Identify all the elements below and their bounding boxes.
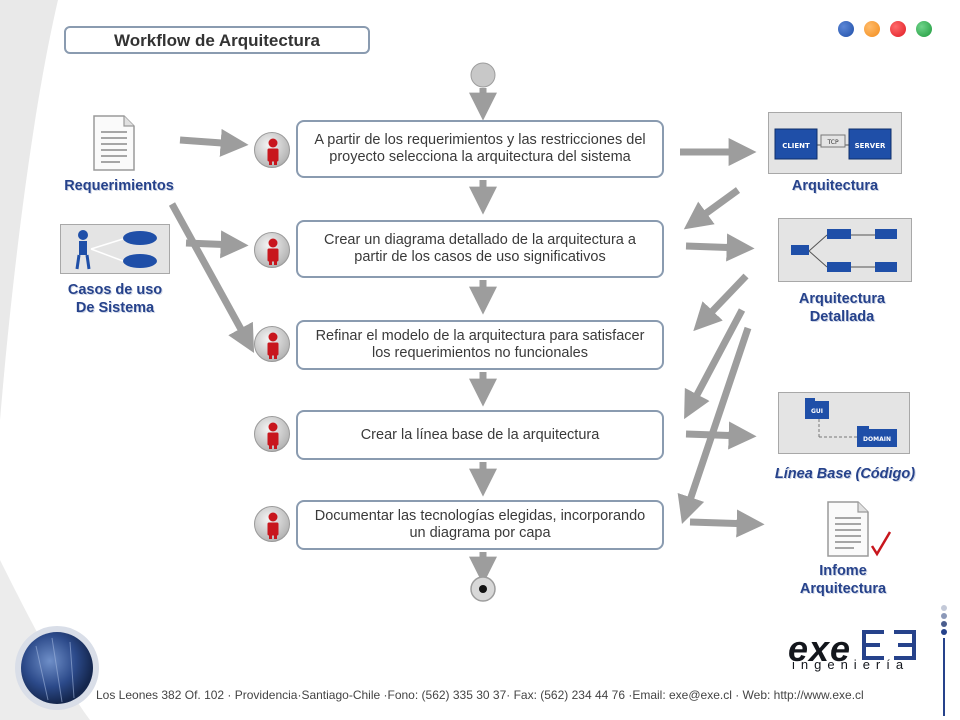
- input-arrow-requerimientos: [179, 128, 249, 157]
- infome-label: Infome Arquitectura: [778, 562, 908, 598]
- casos-label: Casos de uso De Sistema: [50, 281, 180, 317]
- step-baseline: Crear la línea base de la arquitectura: [296, 410, 664, 460]
- globe-image: [15, 626, 99, 710]
- output-arrow-detallada: [685, 233, 755, 262]
- arquitectura-label: Arquitectura: [791, 178, 879, 194]
- step-text: Crear la línea base de la arquitectura: [360, 426, 600, 443]
- orange-dot: [864, 21, 880, 37]
- worker-icon: [254, 416, 290, 452]
- worker-icon: [254, 506, 290, 542]
- tcp-text: TCP: [826, 139, 839, 146]
- detallada-label-line2: Detallada: [809, 309, 875, 325]
- output-arrow-back-4: [677, 326, 752, 524]
- detallada-label-line1: Arquitectura: [798, 291, 886, 307]
- document-icon: [827, 501, 869, 557]
- use-case-thumbnail: [60, 224, 170, 274]
- checkmark-icon: [870, 531, 892, 557]
- document-icon: [93, 115, 135, 171]
- requerimientos-label: Requerimientos: [64, 178, 174, 194]
- output-arrow-back-2: [693, 273, 749, 332]
- casos-label-line2: De Sistema: [75, 300, 155, 316]
- server-text: SERVER: [855, 142, 886, 150]
- baseline-code-thumbnail: GUI DOMAIN: [778, 392, 910, 454]
- red-dot: [890, 21, 906, 37]
- output-arrow-back-3: [684, 308, 746, 420]
- step-text: A partir de los requerimientos y las res…: [314, 132, 646, 165]
- step-refine-model: Refinar el modelo de la arquitectura par…: [296, 320, 664, 370]
- linea-base-label: Línea Base (Código): [774, 466, 916, 482]
- output-arrow-infome: [689, 509, 765, 538]
- detailed-diagram-thumbnail: [778, 218, 912, 282]
- page-title: Workflow de Arquitectura: [64, 26, 370, 54]
- green-dot: [916, 21, 932, 37]
- client-server-thumbnail: CLIENT SERVER TCP: [768, 112, 902, 174]
- company-logo-subtitle: ingeniería: [792, 657, 910, 672]
- domain-text: DOMAIN: [863, 436, 891, 443]
- company-logo-text: exe: [788, 628, 852, 669]
- start-node: [470, 62, 496, 88]
- worker-icon: [254, 132, 290, 168]
- infome-label-line2: Arquitectura: [799, 581, 887, 597]
- step-text: Crear un diagrama detallado de la arquit…: [324, 232, 636, 265]
- step-select-architecture: A partir de los requerimientos y las res…: [296, 120, 664, 178]
- footer-address: Los Leones 382 Of. 102 · Providencia·San…: [96, 688, 864, 702]
- gui-text: GUI: [811, 408, 823, 415]
- step-detailed-diagram: Crear un diagrama detallado de la arquit…: [296, 220, 664, 278]
- input-arrow-diagonal: [168, 202, 255, 354]
- step-text: Refinar el modelo de la arquitectura par…: [315, 328, 645, 361]
- infome-label-line1: Infome: [819, 563, 867, 579]
- output-arrow-back-1: [683, 187, 741, 230]
- blue-dot: [838, 21, 854, 37]
- client-text: CLIENT: [782, 142, 810, 150]
- step-text: Documentar las tecnologías elegidas, inc…: [314, 508, 646, 541]
- casos-label-line1: Casos de uso: [67, 282, 163, 298]
- step-document-tech: Documentar las tecnologías elegidas, inc…: [296, 500, 664, 550]
- worker-icon: [254, 232, 290, 268]
- decorative-dots: [941, 605, 947, 716]
- arquitectura-detallada-label: Arquitectura Detallada: [772, 290, 912, 326]
- worker-icon: [254, 326, 290, 362]
- company-logo-mark: [862, 630, 916, 660]
